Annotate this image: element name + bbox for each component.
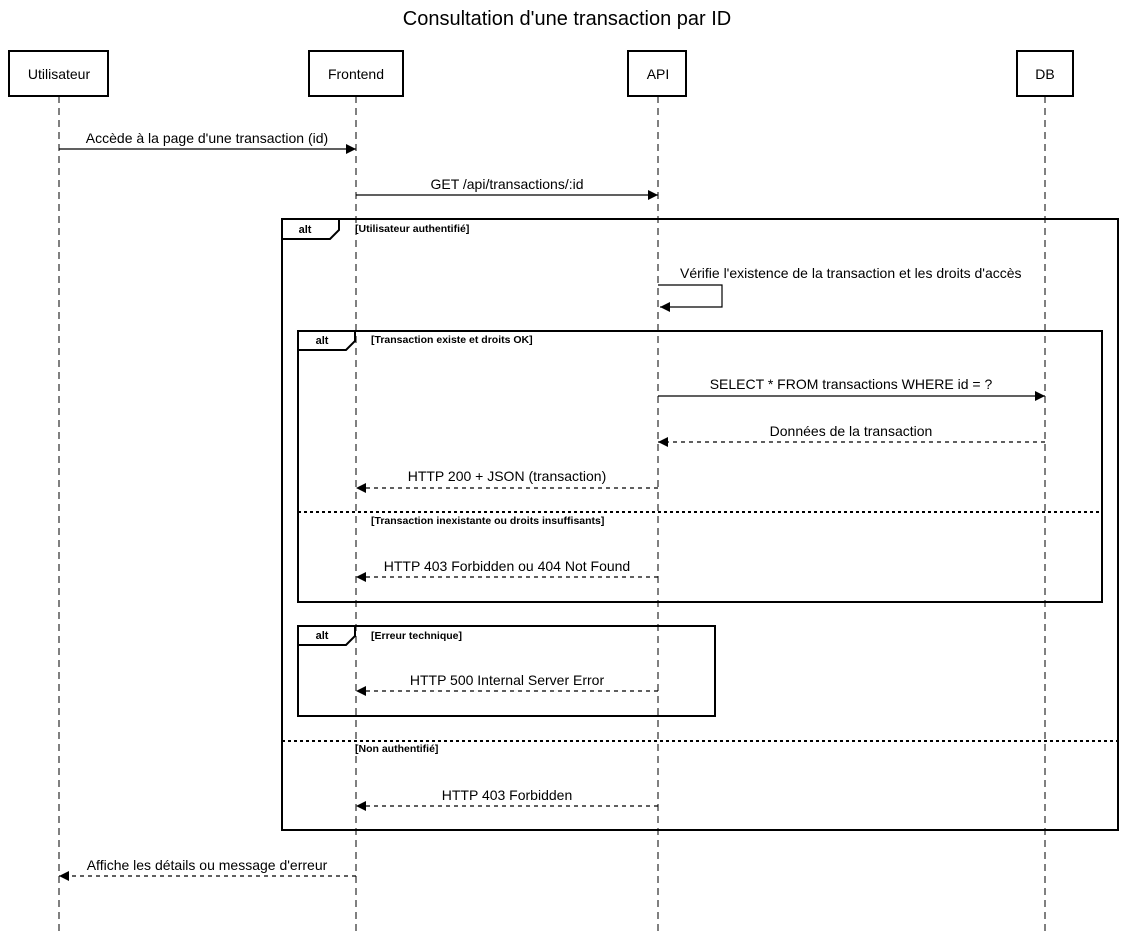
- guard-technical-error: [Erreur technique]: [371, 630, 462, 642]
- message-http-500: HTTP 500 Internal Server Error: [356, 672, 658, 696]
- message-display-details-label: Affiche les détails ou message d'erreur: [87, 857, 328, 873]
- actor-utilisateur: Utilisateur: [8, 50, 109, 97]
- message-select-query: SELECT * FROM transactions WHERE id = ?: [658, 376, 1045, 401]
- alt-keyword-technical-error: alt: [316, 630, 329, 642]
- guard-transaction-missing: [Transaction inexistante ou droits insuf…: [371, 515, 604, 527]
- diagram-title: Consultation d'une transaction par ID: [403, 8, 731, 30]
- alt-keyword-transaction: alt: [316, 335, 329, 347]
- message-http-403-404-label: HTTP 403 Forbidden ou 404 Not Found: [384, 558, 630, 574]
- message-http-403-404: HTTP 403 Forbidden ou 404 Not Found: [356, 558, 658, 582]
- message-access-page-label: Accède à la page d'une transaction (id): [86, 130, 328, 146]
- alt-keyword-outer: alt: [299, 224, 312, 236]
- message-select-query-label: SELECT * FROM transactions WHERE id = ?: [710, 376, 993, 392]
- alt-frame-transaction: alt [Transaction existe et droits OK] [T…: [297, 330, 1103, 603]
- message-self-verify-label: Vérifie l'existence de la transaction et…: [680, 265, 1022, 281]
- message-http-403-label: HTTP 403 Forbidden: [442, 787, 572, 803]
- actor-db: DB: [1016, 50, 1074, 97]
- actor-api: API: [627, 50, 687, 97]
- message-transaction-data: Données de la transaction: [658, 423, 1045, 447]
- guard-not-authenticated: [Non authentifié]: [355, 743, 438, 755]
- message-http-200: HTTP 200 + JSON (transaction): [356, 468, 658, 493]
- message-transaction-data-label: Données de la transaction: [770, 423, 933, 439]
- message-self-verify: Vérifie l'existence de la transaction et…: [658, 265, 1022, 312]
- actor-utilisateur-label: Utilisateur: [28, 66, 91, 82]
- actor-db-label: DB: [1035, 66, 1054, 82]
- actor-api-label: API: [647, 66, 670, 82]
- guard-transaction-ok: [Transaction existe et droits OK]: [371, 334, 533, 346]
- guard-authenticated: [Utilisateur authentifié]: [355, 223, 469, 235]
- message-http-403: HTTP 403 Forbidden: [356, 787, 658, 811]
- alt-frame-outer: alt [Utilisateur authentifié] [Non authe…: [281, 218, 1119, 831]
- message-access-page: Accède à la page d'une transaction (id): [59, 130, 356, 154]
- message-get-request-label: GET /api/transactions/:id: [430, 176, 583, 192]
- message-http-200-label: HTTP 200 + JSON (transaction): [408, 468, 607, 484]
- actor-frontend: Frontend: [308, 50, 404, 97]
- message-get-request: GET /api/transactions/:id: [356, 176, 658, 200]
- alt-frame-technical-error: alt [Erreur technique]: [297, 625, 716, 717]
- message-display-details: Affiche les détails ou message d'erreur: [59, 857, 356, 881]
- message-http-500-label: HTTP 500 Internal Server Error: [410, 672, 605, 688]
- actor-frontend-label: Frontend: [328, 66, 384, 82]
